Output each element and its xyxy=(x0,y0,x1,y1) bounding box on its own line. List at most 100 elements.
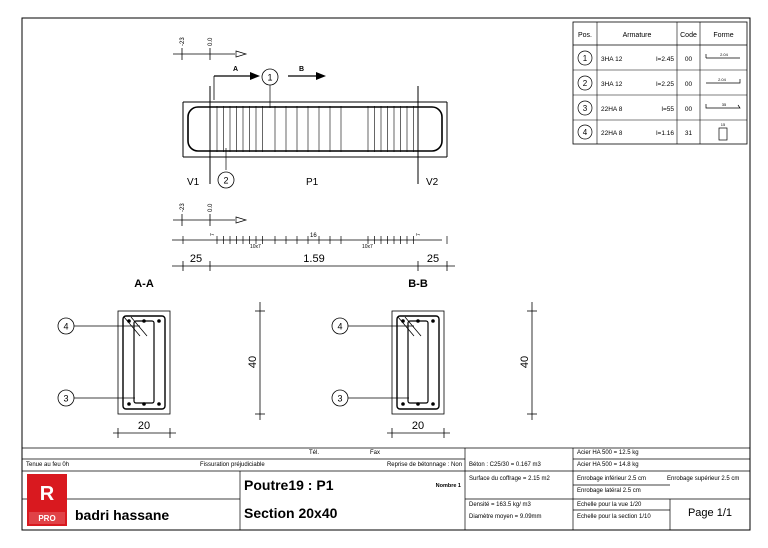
fax-label: Fax xyxy=(370,450,381,456)
dim-left-text: 25 xyxy=(190,253,202,265)
schedule-row-2-code: 00 xyxy=(685,81,693,88)
mean-diameter: Diamètre moyen = 9.09mm xyxy=(469,514,542,520)
cover-side: Enrobage latéral 2.5 cm xyxy=(577,488,641,494)
level-value-axis-2: 0.0 xyxy=(208,203,214,212)
bar-callout-2-group: 2 xyxy=(217,148,235,189)
section-bb-pin xyxy=(407,320,429,404)
overall-dimension-line: 25 1.59 25 xyxy=(172,253,455,271)
schedule-row-1-pos: 1 xyxy=(583,54,588,63)
schedule-row-4-pos: 4 xyxy=(583,128,588,137)
svg-text:3: 3 xyxy=(63,394,68,404)
section-aa-pin xyxy=(133,320,155,404)
support-label-right: V2 xyxy=(426,177,439,188)
section-aa-width: 20 xyxy=(138,420,150,432)
stirrup-spacing-line: 7 7 10x7 16 10x7 xyxy=(172,233,448,250)
element-count: Nombre 1 xyxy=(435,483,461,489)
section-aa-title: A-A xyxy=(134,278,154,290)
schedule-header-pos: Pos. xyxy=(578,32,592,39)
steel-weight-2: Acier HA 500 = 14.8 kg xyxy=(577,462,639,468)
dim-right-text: 25 xyxy=(427,253,439,265)
svg-text:2: 2 xyxy=(223,176,228,186)
section-aa-callout-4 xyxy=(57,317,75,335)
spacing-group-left: 10x7 xyxy=(250,244,261,250)
schedule-row-3-length: l=55 xyxy=(662,106,675,113)
section-aa-stirrup xyxy=(122,315,166,410)
svg-text:4: 4 xyxy=(337,322,342,332)
schedule-row-4-bars: 22HA 8 xyxy=(601,130,623,137)
edge-spacing-left: 7 xyxy=(210,233,216,236)
schedule-header-forme: Forme xyxy=(713,32,733,39)
section-bb: 4 3 20 40 xyxy=(331,302,537,438)
steel-weight-1: Acier HA 500 = 12.5 kg xyxy=(577,450,639,456)
logo: R PRO xyxy=(27,474,67,526)
schedule-row-2-shape-dim: 2.04 xyxy=(718,77,727,82)
schedule-row-1-code: 00 xyxy=(685,56,693,63)
cracking-class: Fissuration préjudiciable xyxy=(200,462,265,468)
section-bb-stirrup xyxy=(396,315,440,410)
level-value-top-2: -23 xyxy=(180,203,186,212)
schedule-row-4-shape-dim: 15 xyxy=(721,122,726,127)
cover-bottom: Enrobage inférieur 2.5 cm xyxy=(577,476,647,482)
logo-mark xyxy=(27,474,67,526)
section-bb-concrete xyxy=(391,310,445,415)
support-label-left: V1 xyxy=(187,177,200,188)
section-bb-title: B-B xyxy=(408,278,428,290)
schedule-header-armature: Armature xyxy=(623,32,652,39)
schedule-row-1-shape-dim: 2.04 xyxy=(720,52,729,57)
svg-text:3: 3 xyxy=(337,394,342,404)
level-value-top: -23 xyxy=(180,37,186,46)
beam-label: P1 xyxy=(306,177,319,188)
level-marker-top: -23 0.0 xyxy=(173,37,248,60)
schedule-header-code: Code xyxy=(680,32,697,39)
formwork-area: Surface du coffrage = 2.15 m2 xyxy=(469,476,550,482)
section-bb-height: 40 xyxy=(519,356,531,368)
elevation-stirrups xyxy=(216,106,414,152)
schedule-row-4-code: 31 xyxy=(685,130,693,137)
section-bb-callout-3 xyxy=(331,389,349,407)
schedule-row-1-length: l=2.45 xyxy=(656,56,674,63)
schedule-row-3-bars: 22HA 8 xyxy=(601,106,623,113)
level-value-axis: 0.0 xyxy=(208,37,214,46)
cover-top: Enrobage supérieur 2.5 cm xyxy=(667,476,740,482)
schedule-row-2-length: l=2.25 xyxy=(656,81,674,88)
section-aa-height: 40 xyxy=(247,356,259,368)
beam-elevation xyxy=(182,101,448,158)
scale-view: Echelle pour la vue 1/20 xyxy=(577,502,642,508)
edge-spacing-right: 7 xyxy=(416,233,422,236)
dim-span-text: 1.59 xyxy=(303,253,324,265)
schedule-row-3-pos: 3 xyxy=(583,104,588,113)
bar-callout-2 xyxy=(217,171,235,189)
section-bb-width: 20 xyxy=(412,420,424,432)
schedule-row-3-shape-dim: 35 xyxy=(722,102,727,107)
tel-label: Tél. xyxy=(309,450,320,456)
scale-section: Echelle pour la section 1/10 xyxy=(577,514,651,520)
steel-density: Densité = 163.5 kg/ m3 xyxy=(469,502,531,508)
svg-text:1: 1 xyxy=(267,73,272,83)
spacing-group-mid: 16 xyxy=(310,233,317,239)
schedule-row-1-bars: 3HA 12 xyxy=(601,56,623,63)
schedule-row-2-pos: 2 xyxy=(583,79,588,88)
bar-schedule: Pos. Armature Code Forme 1 3HA 12 l=2.45… xyxy=(572,21,748,145)
svg-text:4: 4 xyxy=(63,322,68,332)
section-cut-markers: A B 1 xyxy=(213,66,326,108)
pour-resumption: Reprise de bétonnage : Non xyxy=(386,462,462,468)
section-aa-callout-3 xyxy=(57,389,75,407)
title-block-grid xyxy=(22,447,750,530)
sheet-frame xyxy=(21,17,751,531)
section-aa-concrete xyxy=(117,310,171,415)
page-number: Page 1/1 xyxy=(687,507,733,519)
section-a-mark: A xyxy=(233,66,238,73)
spacing-group-right: 10x7 xyxy=(362,244,373,250)
logo-badge: PRO xyxy=(38,514,55,523)
section-size: Section 20x40 xyxy=(244,505,338,521)
section-aa: 4 3 20 40 xyxy=(57,302,265,438)
schedule-row-2-bars: 3HA 12 xyxy=(601,81,623,88)
logo-letter: R xyxy=(40,483,55,505)
schedule-row-4-length: l=1.16 xyxy=(656,130,674,137)
element-name: Poutre19 : P1 xyxy=(244,477,334,493)
section-b-mark: B xyxy=(299,66,304,73)
longitudinal-bars xyxy=(187,106,443,152)
fire-rating: Tenue au feu 0h xyxy=(26,462,70,468)
